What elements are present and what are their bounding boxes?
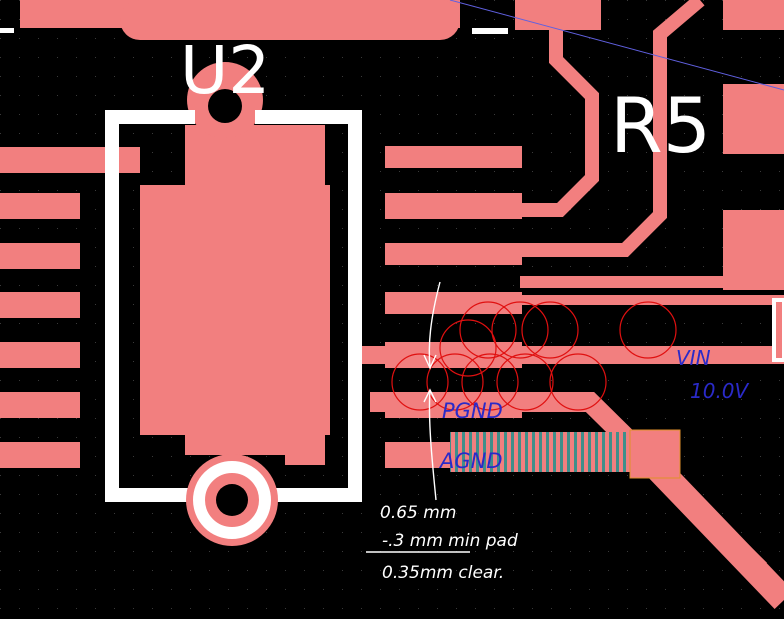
silk-marks	[0, 28, 508, 34]
net-label-pgnd: PGND	[442, 399, 503, 423]
net-label-vin-value: 10.0V	[690, 379, 750, 403]
ratsnest-line	[449, 0, 784, 91]
annotation-line-1: 0.65 mm	[380, 503, 456, 523]
u2-bottom-mount-hole	[186, 454, 278, 546]
u2-silkscreen-outline	[105, 110, 362, 502]
r5-designator: R5	[610, 81, 711, 170]
agnd-hatched-trace	[450, 429, 681, 479]
right-edge-pad	[772, 298, 784, 362]
net-label-agnd: AGND	[438, 449, 503, 473]
clearance-annotation: 0.65 mm -.3 mm min pad 0.35mm clear.	[366, 503, 518, 583]
via-circles	[391, 301, 677, 411]
annotation-line-3: 0.35mm clear.	[382, 563, 504, 583]
dimension-arrow	[423, 281, 441, 501]
u2-designator: U2	[180, 32, 270, 109]
annotation-line-2: -.3 mm min pad	[382, 531, 518, 551]
net-label-vin: VIN	[676, 346, 711, 370]
u2-top-mount-hole	[208, 89, 242, 123]
